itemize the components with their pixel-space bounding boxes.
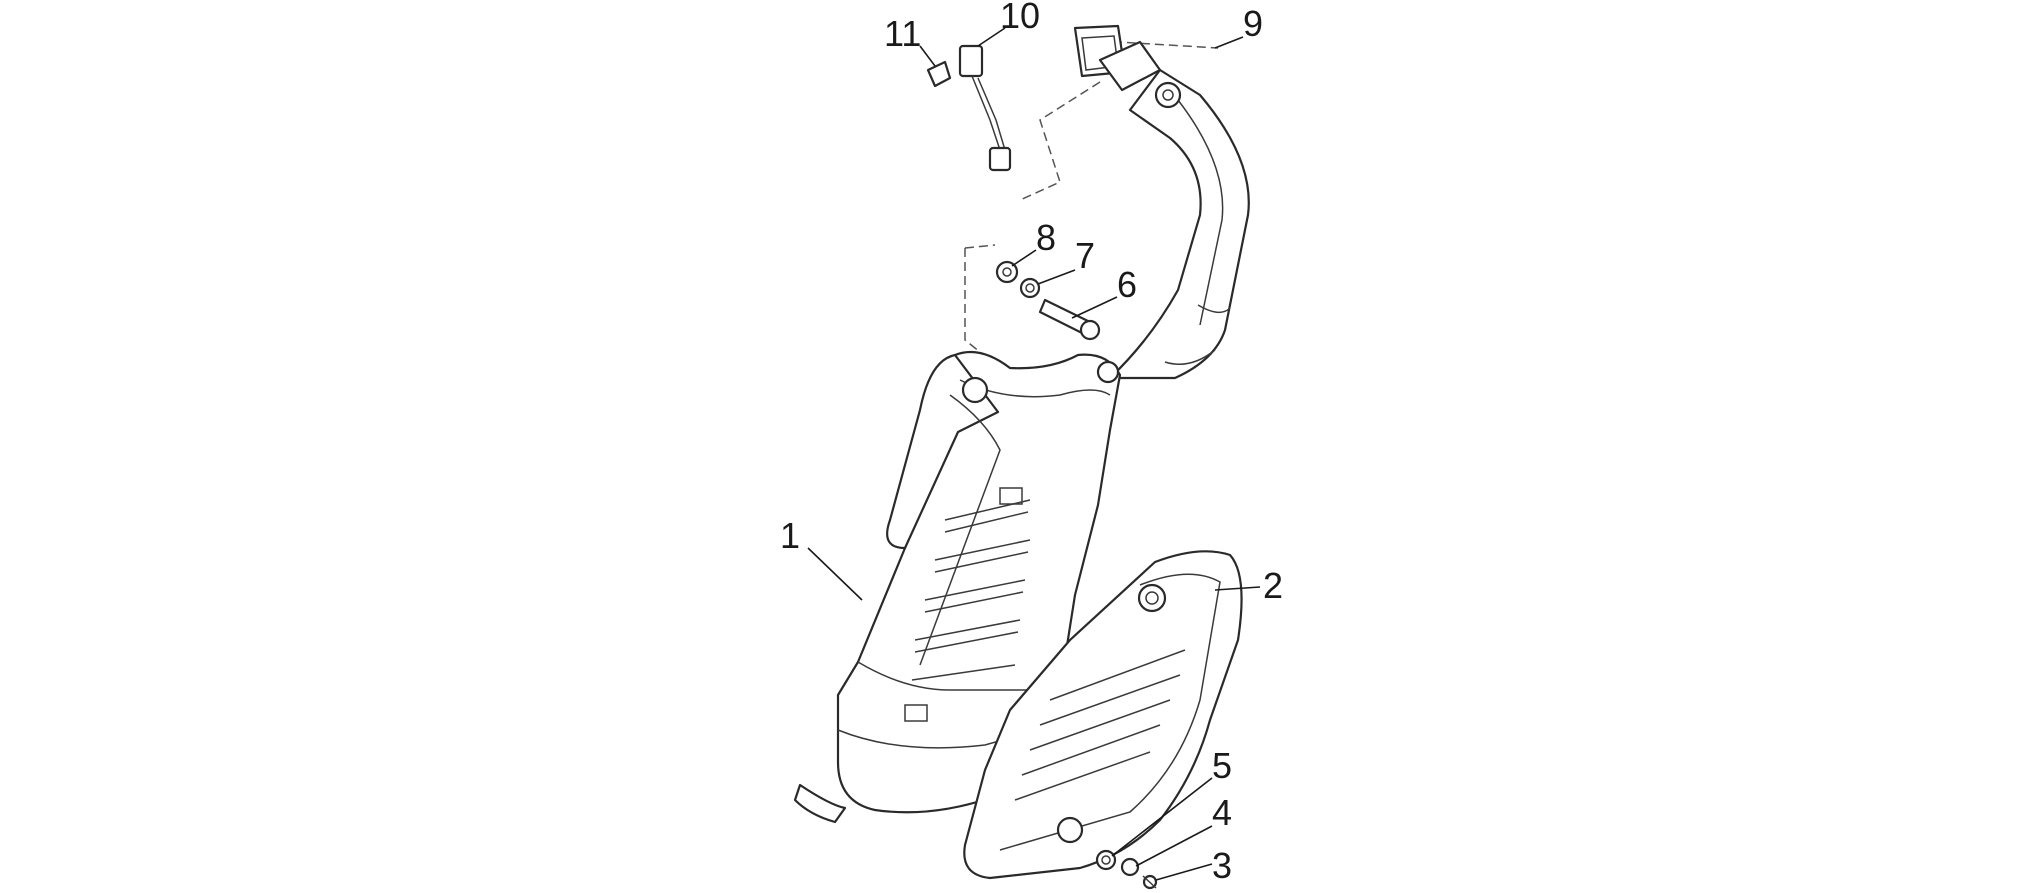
callout-3: 3 bbox=[1212, 845, 1232, 886]
heat-shield-slots bbox=[1014, 649, 1186, 801]
washer-4 bbox=[1120, 857, 1140, 877]
callout-4: 4 bbox=[1212, 792, 1232, 833]
lambda-sensor bbox=[958, 44, 1012, 172]
callout-11: 11 bbox=[884, 13, 921, 54]
callout-5: 5 bbox=[1212, 745, 1232, 786]
callout-8: 8 bbox=[1036, 217, 1056, 258]
washer-7 bbox=[1019, 277, 1041, 299]
screw-3 bbox=[1142, 874, 1158, 890]
callout-2: 2 bbox=[1263, 565, 1283, 606]
spacer-5 bbox=[1095, 849, 1117, 871]
callout-9: 9 bbox=[1243, 3, 1263, 44]
callout-1: 1 bbox=[780, 515, 800, 556]
callout-10: 10 bbox=[1000, 0, 1040, 36]
leader-lines bbox=[807, 27, 1261, 881]
callout-7: 7 bbox=[1075, 235, 1095, 276]
exhaust-header-pipe bbox=[1108, 68, 1250, 380]
washer-8 bbox=[995, 260, 1019, 284]
callout-6: 6 bbox=[1117, 264, 1137, 305]
muffler-cooling-fins bbox=[911, 499, 1031, 681]
sensor-clip bbox=[926, 60, 952, 88]
exhaust-flange-gasket bbox=[1073, 24, 1162, 92]
bolt-6 bbox=[1038, 298, 1101, 341]
heat-shield bbox=[963, 550, 1243, 880]
callout-labels: 1 2 3 4 5 6 7 8 9 10 11 bbox=[780, 0, 1283, 886]
